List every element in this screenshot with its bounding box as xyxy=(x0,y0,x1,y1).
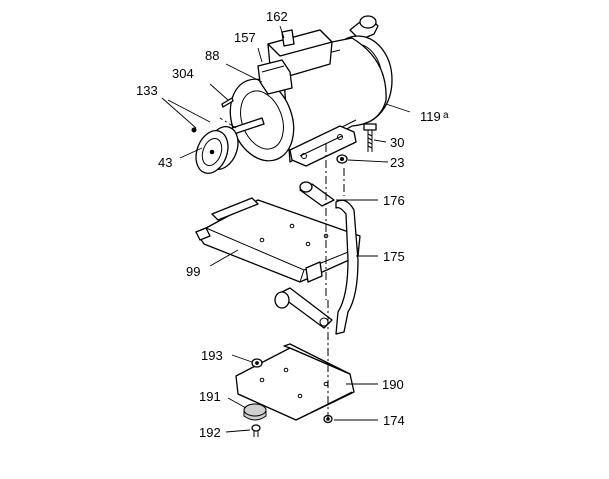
callout-162: 162 xyxy=(266,9,288,24)
motor-mounting-plate xyxy=(195,197,361,283)
callout-133: 133 xyxy=(136,83,158,98)
callout-23: 23 xyxy=(390,155,404,170)
callout-174: 174 xyxy=(383,413,405,428)
base-bracket xyxy=(235,343,355,421)
rubber-foot-part xyxy=(243,403,267,421)
callout-191: 191 xyxy=(199,389,221,404)
callout-192: 192 xyxy=(199,425,221,440)
callout-119-suffix: a xyxy=(443,110,449,121)
callout-304: 304 xyxy=(172,66,194,81)
assembly-centerlines xyxy=(219,117,345,418)
callout-157: 157 xyxy=(234,30,256,45)
callout-190: 190 xyxy=(382,377,404,392)
key-part xyxy=(221,97,234,108)
callout-99: 99 xyxy=(186,264,200,279)
callout-193: 193 xyxy=(201,348,223,363)
set-screw-part xyxy=(191,127,197,133)
callout-175: 175 xyxy=(383,249,405,264)
callout-119: 119 xyxy=(420,109,441,124)
screw-part xyxy=(251,424,261,437)
tube-part xyxy=(299,181,335,207)
callout-43: 43 xyxy=(158,155,172,170)
base-nut-part xyxy=(323,414,333,424)
callout-88: 88 xyxy=(205,48,219,63)
leader-lines xyxy=(161,25,411,433)
nut-part xyxy=(336,154,348,164)
pivot-frame-part xyxy=(274,199,359,335)
pulley xyxy=(195,126,239,174)
motor-assembly xyxy=(229,15,393,167)
callout-30: 30 xyxy=(390,135,404,150)
bolt-part xyxy=(363,123,377,152)
callout-176: 176 xyxy=(383,193,405,208)
washer-part xyxy=(251,358,263,368)
